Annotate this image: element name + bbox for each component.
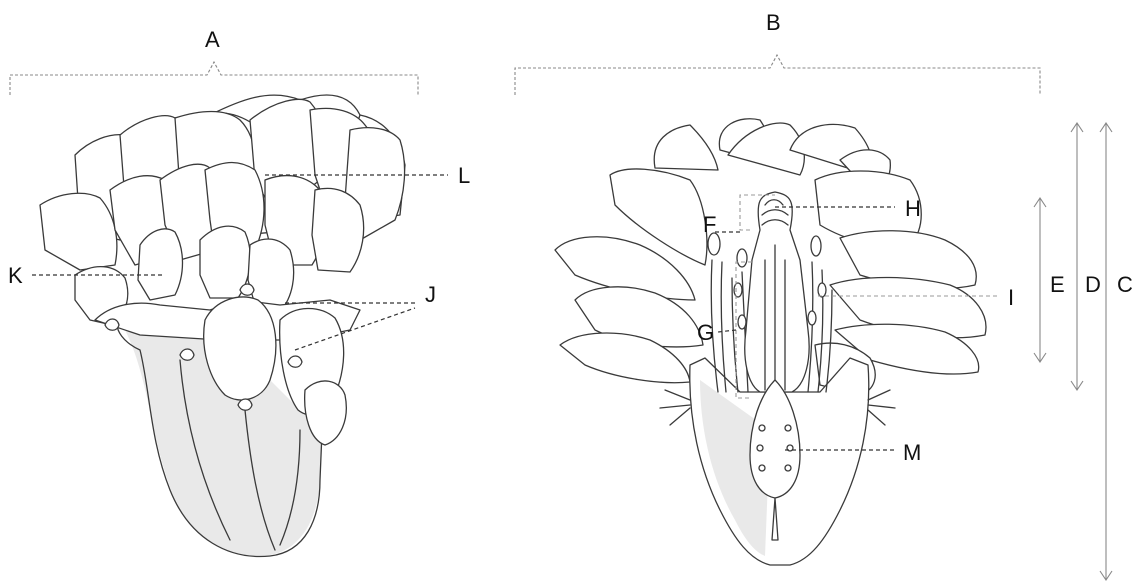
label-c: C: [1117, 272, 1133, 297]
label-e: E: [1050, 272, 1065, 297]
label-f: F: [703, 212, 716, 237]
label-i: I: [1008, 285, 1014, 310]
label-m: M: [903, 440, 921, 465]
closed-flower-illustration: [40, 95, 405, 556]
bracket-a: [10, 62, 418, 95]
label-k: K: [8, 263, 23, 288]
label-h: H: [905, 196, 921, 221]
dimension-d: [1071, 123, 1083, 390]
label-d: D: [1085, 272, 1101, 297]
bracket-b: [515, 55, 1040, 95]
dimension-c: [1100, 123, 1112, 580]
label-b: B: [766, 10, 781, 35]
label-a: A: [205, 27, 220, 52]
label-g: G: [697, 320, 714, 345]
dimension-e: [1034, 198, 1046, 362]
label-j: J: [425, 282, 436, 307]
open-flower-section-illustration: [555, 119, 986, 565]
label-l: L: [458, 163, 470, 188]
